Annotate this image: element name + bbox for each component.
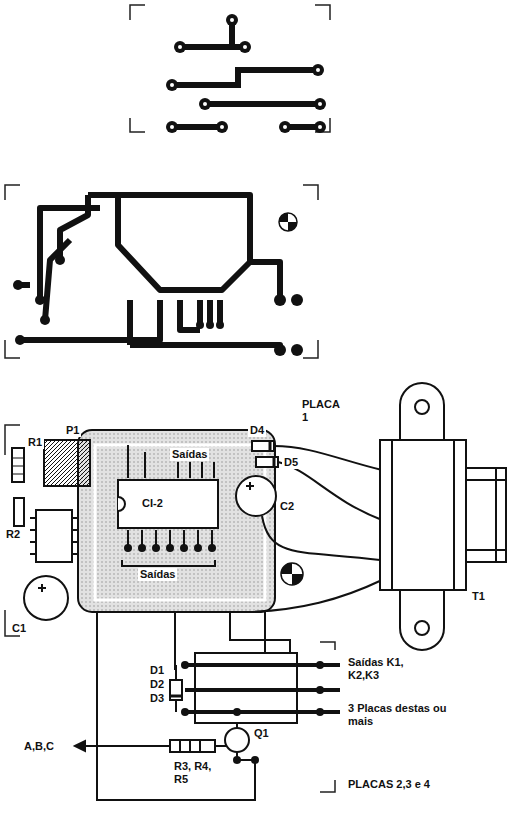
part-label: D1 (148, 664, 166, 677)
main-board (12, 430, 303, 620)
part-label: P1 (64, 424, 81, 437)
transformer-t1 (380, 383, 506, 650)
copper-pattern-1 (166, 14, 326, 133)
crop-marks (5, 5, 335, 792)
part-label: C2 (278, 500, 296, 513)
part-label: Q1 (252, 727, 271, 740)
ic-ci1 (36, 510, 72, 562)
part-label: R3, R4, R5 (172, 760, 226, 786)
trimpot-p1 (44, 440, 90, 486)
part-label: Saídas K1, K2,K3 (346, 656, 422, 682)
part-label: A,B,C (22, 740, 56, 753)
capacitor-c2 (236, 476, 276, 516)
capacitor-c1 (24, 576, 68, 620)
part-label: CI-2 (140, 497, 165, 510)
copper-pattern-2 (13, 195, 303, 356)
part-label: 3 Placas destas ou mais (346, 702, 460, 728)
part-label: D5 (282, 456, 300, 469)
diode-d4 (252, 441, 274, 451)
part-label: R1 (26, 436, 44, 449)
part-label: D4 (248, 424, 266, 437)
part-label: R2 (4, 528, 22, 541)
part-label: T1 (470, 590, 487, 603)
resistor-r1 (12, 448, 24, 482)
part-label: C1 (10, 622, 28, 635)
part-label: Saídas (170, 448, 209, 461)
part-label: PLACA 1 (300, 398, 344, 424)
resistor-r2 (14, 498, 24, 526)
diode-d5 (256, 457, 278, 467)
part-label: Saídas (138, 568, 177, 581)
part-label: D3 (148, 692, 166, 705)
ic-ci2 (118, 480, 218, 528)
relay-board (75, 653, 340, 760)
part-label: PLACAS 2,3 e 4 (346, 778, 432, 791)
part-label: D2 (148, 678, 166, 691)
